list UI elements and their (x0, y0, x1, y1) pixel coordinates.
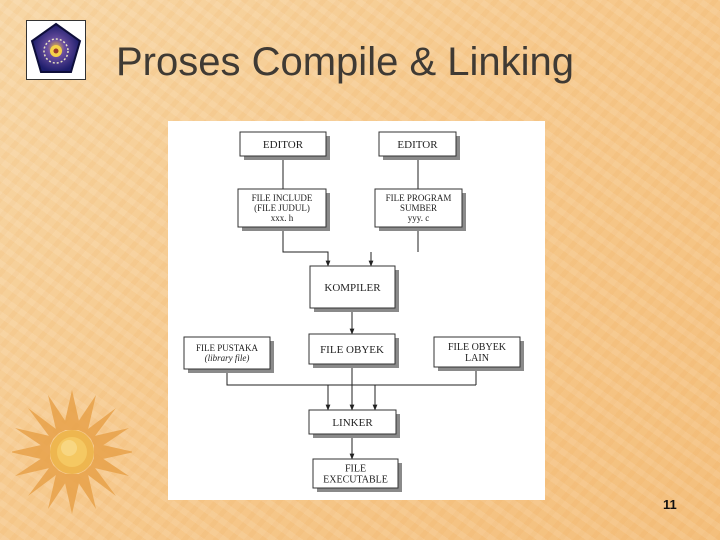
node-label: FILE OBYEK (448, 342, 507, 353)
node-label: FILE PUSTAKA (196, 343, 259, 353)
node-label: xxx. h (271, 213, 294, 223)
node-label: EDITOR (397, 139, 438, 151)
node-label: FILE OBYEK (320, 344, 384, 356)
node-linker: LINKER (308, 409, 400, 438)
node-box (309, 265, 396, 309)
slide-title: Proses Compile & Linking (116, 40, 574, 84)
flow-diagram: EDITOR EDITOR FILE INCLUDE(FILE JUDUL)xxx.… (168, 121, 545, 500)
node-file-obyek: FILE OBYEK (308, 333, 399, 368)
node-label: FILE INCLUDE (252, 193, 313, 203)
emblem-icon (30, 22, 82, 73)
node-kompiler: KOMPILER (309, 265, 399, 312)
node-label: FILE (345, 464, 366, 475)
node-box (237, 188, 327, 228)
node-label: FILE PROGRAM (386, 193, 452, 203)
sun-decoration-icon (12, 390, 132, 514)
node-label: EXECUTABLE (323, 475, 388, 486)
edge-include-to-kompiler (282, 227, 331, 267)
node-file-pustaka: FILE PUSTAKA(library file) (183, 336, 274, 373)
node-box (183, 336, 271, 370)
flowchart: EDITOR EDITOR FILE INCLUDE(FILE JUDUL)xxx.… (183, 131, 524, 492)
node-label: LINKER (332, 417, 373, 429)
university-logo (26, 20, 86, 80)
node-label: KOMPILER (324, 282, 381, 294)
node-label: (FILE JUDUL) (254, 203, 310, 213)
node-editor-left: EDITOR (239, 131, 330, 160)
node-label: LAIN (465, 353, 489, 364)
node-box (239, 131, 327, 157)
node-box (312, 458, 399, 489)
node-label: yyy. c (408, 213, 429, 223)
node-box (374, 188, 463, 228)
node-box (378, 131, 457, 157)
node-label: EDITOR (263, 139, 304, 151)
node-label: (library file) (205, 353, 250, 363)
node-label: SUMBER (400, 203, 437, 213)
node-box (433, 336, 521, 368)
edge-merge-line (226, 369, 476, 386)
page-number: 11 (663, 497, 677, 512)
node-box (308, 409, 397, 435)
node-file-include: FILE INCLUDE(FILE JUDUL)xxx. h (237, 188, 330, 231)
node-editor-right: EDITOR (378, 131, 460, 160)
node-box (308, 333, 396, 365)
